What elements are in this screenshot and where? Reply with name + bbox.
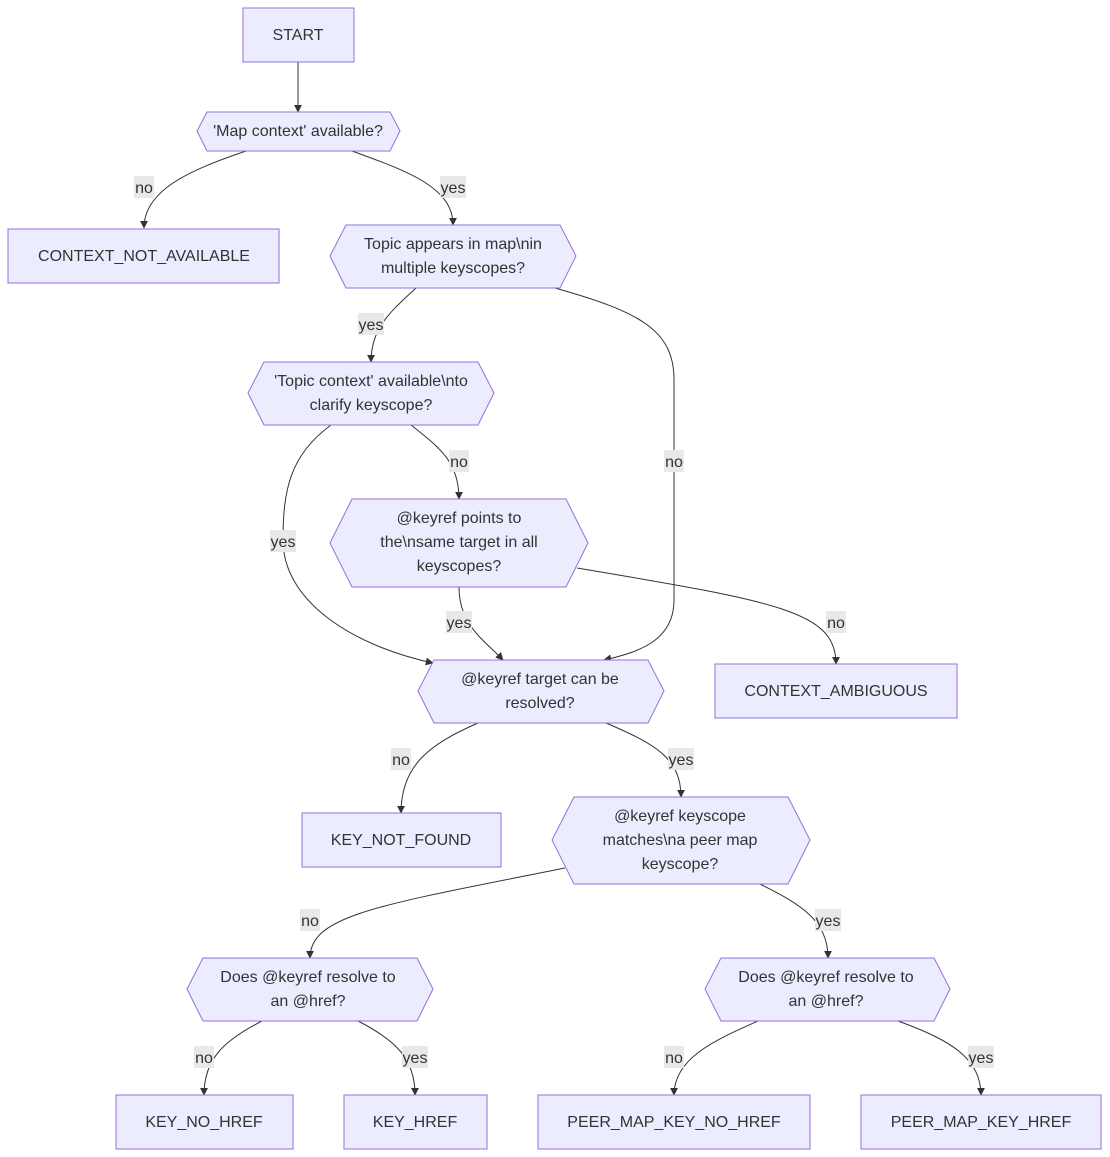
decision-href-right-line-1: Does @keyref resolve to	[738, 969, 914, 986]
node-start-label: START	[273, 27, 324, 44]
edge-label-topic-no: no	[449, 450, 469, 472]
decision-href-right[interactable]: Does @keyref resolve to an @href?	[704, 957, 951, 1022]
svg-text:no: no	[301, 913, 319, 930]
edge-label-href-right-no: no	[664, 1046, 684, 1068]
svg-text:no: no	[665, 454, 683, 471]
svg-text:yes: yes	[271, 534, 296, 551]
edge-label-topic-yes: yes	[270, 530, 296, 552]
edge-label-same-no: no	[826, 611, 846, 633]
edge-label-resolved-no: no	[391, 748, 411, 770]
decision-same-target-line-3: keyscopes?	[417, 558, 502, 575]
decision-peer-map-line-1: @keyref keyscope	[614, 808, 746, 825]
node-key-no-href-label: KEY_NO_HREF	[145, 1114, 263, 1131]
svg-text:yes: yes	[669, 752, 694, 769]
decision-target-resolved-line-2: resolved?	[505, 695, 574, 712]
svg-text:yes: yes	[441, 180, 466, 197]
edge-label-map-no: no	[134, 176, 154, 198]
edge-label-same-yes: yes	[446, 611, 472, 633]
edge-label-multi-yes: yes	[358, 313, 384, 335]
decision-map-context[interactable]: 'Map context' available?	[196, 111, 401, 152]
node-context-not-available-label: CONTEXT_NOT_AVAILABLE	[38, 248, 250, 265]
edge-labels: no yes yes no yes no yes no	[134, 176, 994, 1068]
node-key-href[interactable]: KEY_HREF	[343, 1094, 488, 1150]
node-context-ambiguous[interactable]: CONTEXT_AMBIGUOUS	[714, 663, 958, 719]
node-context-ambiguous-label: CONTEXT_AMBIGUOUS	[744, 683, 927, 700]
svg-text:yes: yes	[969, 1050, 994, 1067]
decision-peer-map[interactable]: @keyref keyscope matches\na peer map key…	[551, 796, 811, 885]
svg-text:yes: yes	[403, 1050, 428, 1067]
decision-multiple-keyscopes-line-2: multiple keyscopes?	[381, 260, 525, 277]
node-key-not-found-label: KEY_NOT_FOUND	[331, 832, 471, 849]
node-peer-map-key-href-label: PEER_MAP_KEY_HREF	[891, 1114, 1072, 1131]
svg-text:no: no	[450, 454, 468, 471]
decision-same-target[interactable]: @keyref points to the\nsame target in al…	[329, 498, 589, 588]
edge-href-right-yes	[897, 1020, 985, 1096]
edge-href-right-no	[670, 1020, 759, 1096]
edge-label-peer-no: no	[300, 909, 320, 931]
node-key-no-href[interactable]: KEY_NO_HREF	[115, 1094, 294, 1150]
edge-resolved-yes	[605, 722, 685, 798]
edge-same-no	[576, 567, 840, 665]
decision-href-right-line-2: an @href?	[789, 993, 864, 1010]
node-peer-map-key-no-href-label: PEER_MAP_KEY_NO_HREF	[567, 1114, 781, 1131]
decision-map-context-label: 'Map context' available?	[213, 123, 383, 140]
decision-multiple-keyscopes-line-1: Topic appears in map\nin	[364, 236, 542, 253]
edge-same-yes	[458, 586, 504, 661]
decision-same-target-line-2: the\nsame target in all	[380, 534, 537, 551]
decision-href-left[interactable]: Does @keyref resolve to an @href?	[186, 957, 434, 1022]
decision-topic-context-line-2: clarify keyscope?	[310, 397, 433, 414]
node-peer-map-key-no-href[interactable]: PEER_MAP_KEY_NO_HREF	[537, 1094, 811, 1150]
edge-peer-yes	[759, 883, 832, 959]
edge-label-href-left-yes: yes	[402, 1046, 428, 1068]
edge-href-left-no	[200, 1020, 263, 1096]
svg-text:yes: yes	[359, 317, 384, 334]
decision-multiple-keyscopes[interactable]: Topic appears in map\nin multiple keysco…	[329, 224, 577, 289]
edge-peer-no	[306, 867, 566, 959]
nodes: START 'Map context' available? CONTEXT_N…	[7, 7, 1102, 1150]
decision-peer-map-line-3: keyscope?	[642, 856, 719, 873]
decision-target-resolved[interactable]: @keyref target can be resolved?	[417, 659, 665, 724]
svg-text:no: no	[665, 1050, 683, 1067]
edge-resolved-no	[397, 722, 479, 814]
edge-label-resolved-yes: yes	[668, 748, 694, 770]
node-key-href-label: KEY_HREF	[373, 1114, 458, 1131]
svg-text:yes: yes	[816, 913, 841, 930]
node-start[interactable]: START	[242, 7, 355, 63]
edge-label-peer-yes: yes	[815, 909, 841, 931]
edge-label-multi-no: no	[664, 450, 684, 472]
decision-topic-context[interactable]: 'Topic context' available\nto clarify ke…	[247, 361, 495, 426]
edge-multi-no	[554, 287, 675, 663]
decision-same-target-line-1: @keyref points to	[397, 510, 522, 527]
svg-text:no: no	[827, 615, 845, 632]
edge-label-href-right-yes: yes	[968, 1046, 994, 1068]
edge-label-href-left-no: no	[194, 1046, 214, 1068]
edge-map-yes	[351, 150, 457, 226]
edge-map-no	[140, 150, 247, 229]
decision-href-left-line-2: an @href?	[271, 993, 346, 1010]
node-context-not-available[interactable]: CONTEXT_NOT_AVAILABLE	[7, 228, 280, 284]
decision-topic-context-line-1: 'Topic context' available\nto	[274, 373, 468, 390]
decision-peer-map-line-2: matches\na peer map	[603, 832, 758, 849]
svg-text:no: no	[135, 180, 153, 197]
decision-target-resolved-line-1: @keyref target can be	[461, 671, 619, 688]
decision-href-left-line-1: Does @keyref resolve to	[220, 969, 396, 986]
edge-topic-no	[410, 424, 463, 500]
node-key-not-found[interactable]: KEY_NOT_FOUND	[301, 812, 502, 868]
edge-label-map-yes: yes	[440, 176, 466, 198]
edge-href-left-yes	[357, 1020, 419, 1096]
svg-text:no: no	[392, 752, 410, 769]
svg-text:no: no	[195, 1050, 213, 1067]
svg-text:yes: yes	[447, 615, 472, 632]
node-peer-map-key-href[interactable]: PEER_MAP_KEY_HREF	[860, 1094, 1102, 1150]
